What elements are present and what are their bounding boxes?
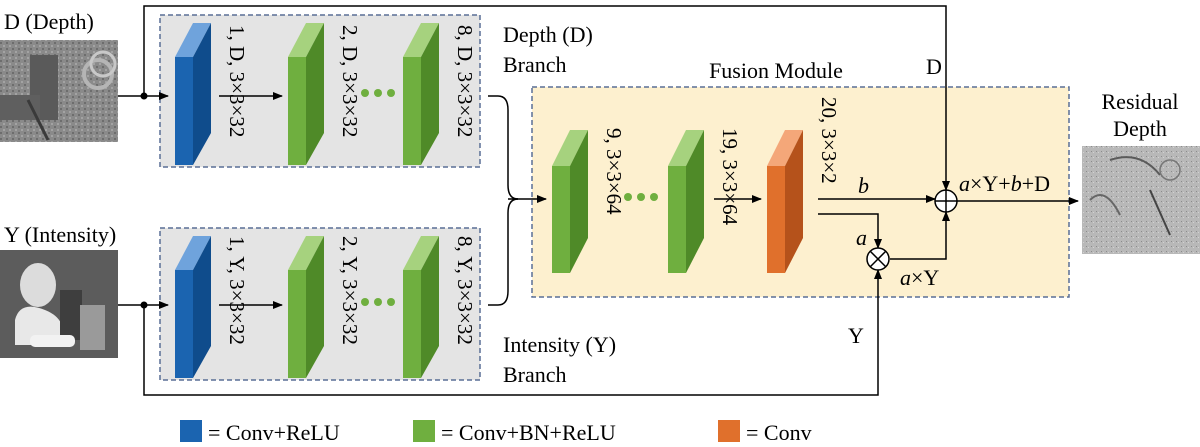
legend-swatch-conv-bn-relu: [413, 420, 435, 442]
residual-depth-image: [1082, 146, 1200, 254]
fusion-layer-20-label: 20, 3×3×2: [817, 97, 841, 184]
intensity-conv-block-8: [403, 236, 439, 378]
junction-dots: [140, 92, 148, 309]
depth-input-label: D (Depth): [4, 9, 94, 34]
fusion-conv-block-20: [767, 130, 803, 273]
sum-operator-icon: [934, 189, 958, 213]
a-signal-label: a: [856, 225, 867, 250]
intensity-layer-1-label: 1, Y, 3×3×32: [225, 236, 249, 345]
depth-layer-2-label: 2, D, 3×3×32: [338, 25, 362, 137]
legend-label-conv: = Conv: [746, 420, 812, 445]
intensity-branch-title-line2: Branch: [503, 362, 567, 387]
legend-label-conv-bn-relu: = Conv+BN+ReLU: [441, 420, 616, 445]
intensity-layer-2-label: 2, Y, 3×3×32: [338, 236, 362, 345]
fusion-layer-9-label: 9, 3×3×64: [602, 128, 626, 215]
intensity-layer-8-label: 8, Y, 3×3×32: [453, 236, 477, 345]
fusion-ellipsis: [624, 193, 658, 201]
d-skip-label: D: [926, 54, 942, 79]
intensity-input-label: Y (Intensity): [4, 222, 116, 247]
depth-layer-8-label: 8, D, 3×3×32: [453, 25, 477, 137]
depth-branch-title-line2: Branch: [503, 52, 567, 77]
legend-label-conv-relu: = Conv+ReLU: [208, 420, 340, 445]
legend-swatch-conv-relu: [180, 420, 202, 442]
output-label-line1: Residual: [1102, 89, 1179, 114]
ay-signal-label: a×Y: [900, 265, 939, 290]
fusion-conv-block-9: [552, 130, 588, 273]
intensity-branch-title-line1: Intensity (Y): [503, 332, 616, 357]
depth-conv-block-2: [288, 23, 324, 165]
depth-branch-title-line1: Depth (D): [503, 22, 593, 47]
intensity-conv-block-2: [288, 236, 324, 378]
output-formula-label: a×Y+b+D: [959, 171, 1050, 196]
depth-layer-1-label: 1, D, 3×3×32: [225, 25, 249, 137]
legend: = Conv+ReLU = Conv+BN+ReLU = Conv: [180, 420, 812, 445]
fusion-module-title: Fusion Module: [709, 58, 843, 83]
depth-ellipsis: [361, 89, 395, 97]
depth-conv-block-8: [403, 23, 439, 165]
depth-conv-block-1: [175, 23, 211, 165]
intensity-conv-block-1: [175, 236, 211, 378]
fusion-layer-19-label: 19, 3×3×64: [718, 128, 742, 226]
intensity-input-image: [0, 250, 118, 358]
depth-input-image: [0, 40, 118, 142]
output-label-line2: Depth: [1113, 116, 1167, 141]
legend-swatch-conv: [718, 420, 740, 442]
multiply-operator-icon: [866, 247, 890, 271]
fusion-conv-block-19: [668, 130, 704, 273]
connections: [118, 5, 1079, 396]
y-skip-label: Y: [848, 323, 864, 348]
intensity-ellipsis: [361, 298, 395, 306]
b-signal-label: b: [858, 173, 869, 198]
